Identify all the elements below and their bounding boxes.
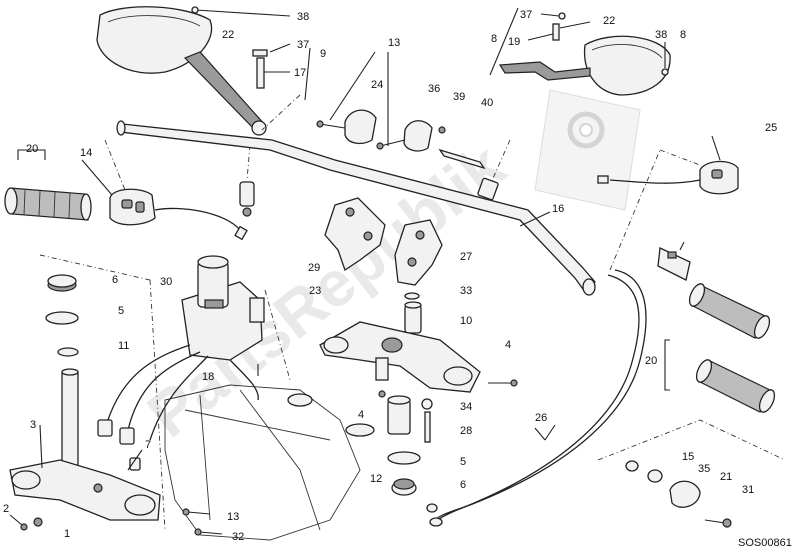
callout-33: 33 <box>460 285 472 297</box>
callout-4a: 4 <box>505 339 511 351</box>
callout-1: 1 <box>64 528 70 540</box>
callout-4b: 4 <box>358 409 364 421</box>
callout-21: 21 <box>720 471 732 483</box>
callout-30: 30 <box>160 276 172 288</box>
ring-11 <box>57 347 79 357</box>
callout-35: 35 <box>698 463 710 475</box>
callout-14: 14 <box>80 147 92 159</box>
ignition-switch-30 <box>181 255 265 361</box>
callout-28: 28 <box>460 425 472 437</box>
callout-6a: 6 <box>112 274 118 286</box>
watermark-gear-icon <box>534 89 641 211</box>
frame-outline <box>164 384 375 541</box>
mirror-stud-17 <box>252 43 291 89</box>
right-grip-20 <box>688 283 776 413</box>
left-grip-20 <box>4 187 92 221</box>
handlebar-16 <box>116 120 596 296</box>
callout-3: 3 <box>30 419 36 431</box>
callout-29: 29 <box>308 262 320 274</box>
callout-5a: 5 <box>118 305 124 317</box>
mirror-screw-38 <box>191 6 291 17</box>
bracket-20-right <box>664 339 670 391</box>
callout-26: 26 <box>535 412 547 424</box>
callout-34: 34 <box>460 401 472 413</box>
screws-13-32 <box>182 508 223 536</box>
callout-5b: 5 <box>460 456 466 468</box>
callout-17: 17 <box>294 67 306 79</box>
callout-22a: 22 <box>222 29 234 41</box>
callout-24: 24 <box>371 79 383 91</box>
callout-labels: 38 22 37 17 9 13 24 36 39 40 37 8 19 22 … <box>3 9 777 543</box>
callout-11: 11 <box>118 340 129 352</box>
riser-27 <box>394 219 443 286</box>
steering-stem-3 <box>9 368 161 521</box>
riser-29 <box>324 197 386 272</box>
callout-36: 36 <box>428 83 440 95</box>
callout-40: 40 <box>481 97 493 109</box>
callout-23: 23 <box>309 285 321 297</box>
callout-8a: 8 <box>491 33 497 45</box>
callout-8b: 8 <box>680 29 686 41</box>
ignition-wiring <box>97 344 259 471</box>
right-mirror <box>498 35 671 96</box>
bracket-8-left <box>489 7 519 76</box>
top-yoke-23 <box>319 321 481 393</box>
steering-nut-28 <box>387 395 433 443</box>
right-switch-25 <box>597 160 739 195</box>
bushing-33-10 <box>404 292 422 334</box>
diagram-code: SOS00861 <box>738 537 792 549</box>
callout-38a: 38 <box>297 11 309 23</box>
mirror-clamp <box>239 181 255 207</box>
throttle-cables-26 <box>426 241 691 527</box>
bar-end-weights <box>625 460 732 528</box>
callout-20b: 20 <box>645 355 657 367</box>
right-mirror-screws <box>527 12 669 76</box>
bracket-9 <box>304 47 311 101</box>
callout-15: 15 <box>682 451 694 463</box>
callout-37b: 37 <box>520 9 532 21</box>
callout-12: 12 <box>370 473 382 485</box>
callout-7: 7 <box>145 439 151 451</box>
bearing-6-left <box>47 274 77 292</box>
bracket-39-40 <box>438 126 486 170</box>
callout-32: 32 <box>232 531 244 543</box>
bracket-20-left <box>17 149 46 160</box>
bolts-1-2 <box>9 514 43 531</box>
callout-20a: 20 <box>26 143 38 155</box>
seal-5-left <box>45 311 79 325</box>
callout-13a: 13 <box>388 37 400 49</box>
callout-38b: 38 <box>655 29 667 41</box>
callout-19: 19 <box>508 36 520 48</box>
callout-25: 25 <box>765 122 777 134</box>
clamp-36 <box>376 120 433 152</box>
callout-9: 9 <box>320 48 326 60</box>
callout-39: 39 <box>453 91 465 103</box>
left-mirror <box>96 6 267 136</box>
callout-16: 16 <box>552 203 564 215</box>
clamp-24 <box>316 109 377 145</box>
leader-lines <box>39 51 721 471</box>
callout-31: 31 <box>742 484 754 496</box>
callout-2: 2 <box>3 503 9 515</box>
callout-27: 27 <box>460 251 472 263</box>
bolt-4-right <box>488 379 518 387</box>
callout-37a: 37 <box>297 39 309 51</box>
callout-10: 10 <box>460 315 472 327</box>
callout-6b: 6 <box>460 479 466 491</box>
left-switch-14 <box>109 188 248 241</box>
callout-18: 18 <box>202 371 214 383</box>
callout-22b: 22 <box>603 15 615 27</box>
callout-13b: 13 <box>227 511 239 523</box>
bearing-5-6-right <box>378 390 421 496</box>
